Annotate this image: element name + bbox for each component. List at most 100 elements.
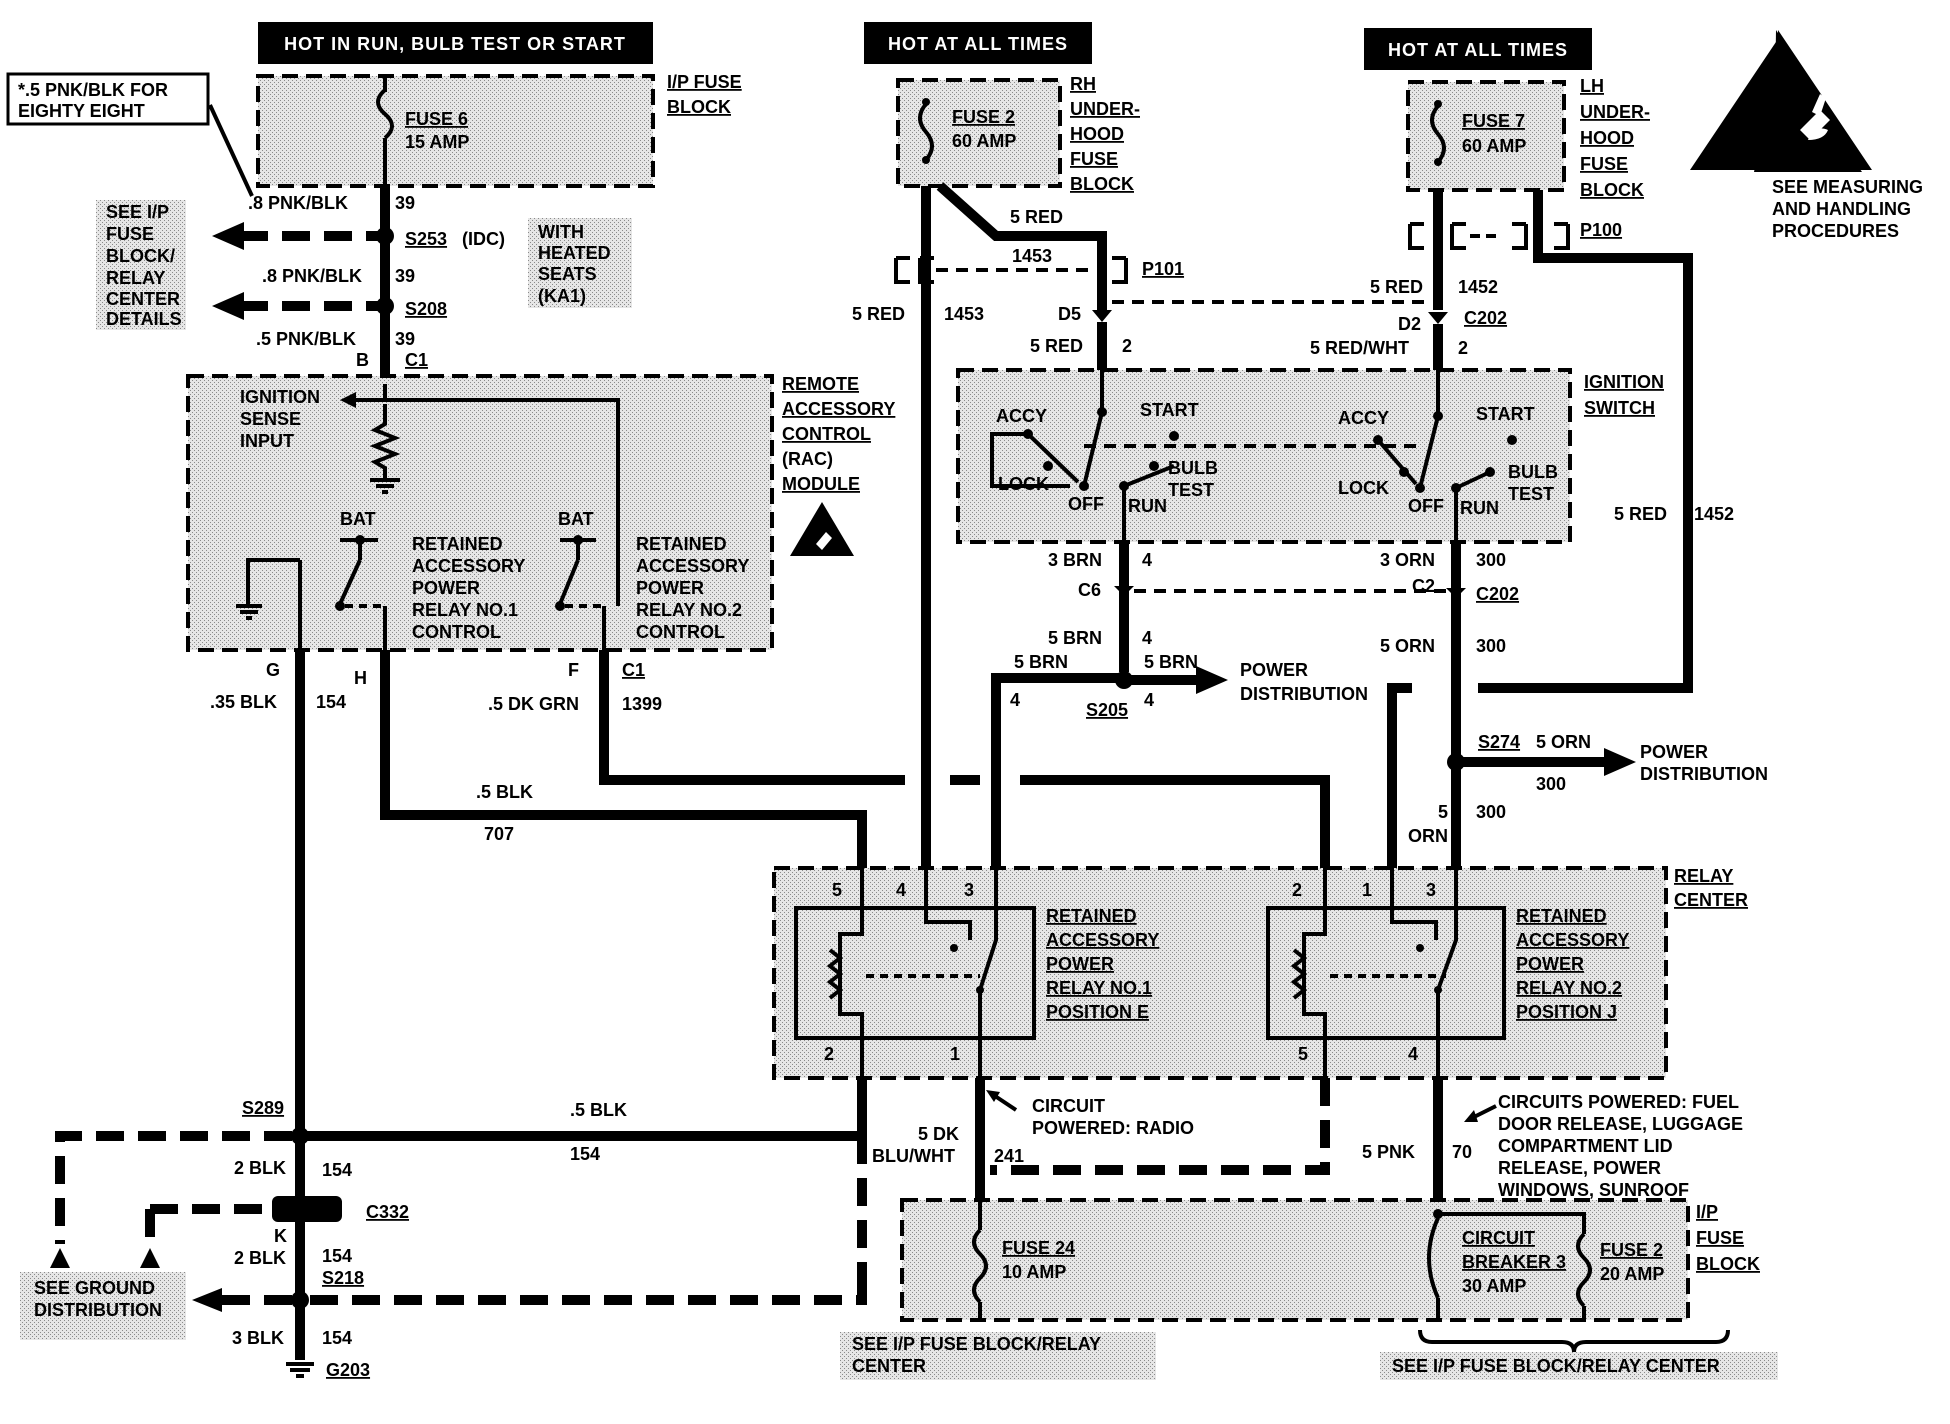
svg-text:2: 2 [824,1044,834,1064]
svg-text:RETAINED: RETAINED [1516,906,1607,926]
svg-text:5: 5 [832,880,842,900]
power-dist-2-text-2: DISTRIBUTION [1640,764,1768,784]
label-redwht: 5 RED/WHT [1310,338,1409,358]
svg-text:ACCESSORY: ACCESSORY [412,556,525,576]
note-box: *.5 PNK/BLK FOR EIGHTY EIGHT [6,72,254,197]
label-c241: 241 [994,1146,1024,1166]
svg-text:BULB: BULB [1168,458,1218,478]
svg-text:FUSE 7: FUSE 7 [1462,111,1525,131]
svg-text:HOOD: HOOD [1580,128,1634,148]
wire-s289-ground [55,1131,292,1244]
label-blk5-b: .5 BLK [570,1100,627,1120]
esd-small-icon [790,502,854,556]
see-ip-text-4: RELAY [106,268,165,288]
svg-text:ACCY: ACCY [996,406,1047,426]
label-blk2-b: 2 BLK [234,1248,286,1268]
svg-text:RELAY NO.2: RELAY NO.2 [1516,978,1622,998]
see-ip-text-3: BLOCK/ [106,246,175,266]
svg-text:INPUT: INPUT [240,431,294,451]
splice-s253 [376,227,394,245]
brace-bottom [1418,1329,1730,1353]
heated-text-1: WITH [538,222,584,242]
svg-text:CONTROL: CONTROL [636,622,725,642]
svg-text:FUSE: FUSE [1580,154,1628,174]
label-pin-b: B [356,350,369,370]
label-d2: D2 [1398,314,1421,334]
label-c154-c: 154 [322,1160,352,1180]
label-c4-b: 4 [1142,628,1152,648]
power-dist-1-text-2: DISTRIBUTION [1240,684,1368,704]
see-ground-text-2: DISTRIBUTION [34,1300,162,1320]
svg-text:OFF: OFF [1408,496,1444,516]
svg-text:BLOCK: BLOCK [667,97,731,117]
label-d5: D5 [1058,304,1081,324]
heated-text-3: SEATS [538,264,597,284]
ip-fuse-bottom-title-2: FUSE [1696,1228,1744,1248]
svg-text:CIRCUIT: CIRCUIT [1462,1228,1535,1248]
svg-text:RELAY NO.2: RELAY NO.2 [636,600,742,620]
svg-text:3: 3 [1426,880,1436,900]
label-c6: C6 [1078,580,1101,600]
svg-text:HOT AT ALL TIMES: HOT AT ALL TIMES [1388,40,1568,60]
svg-text:20 AMP: 20 AMP [1600,1264,1664,1284]
circuit-radio-text-2: POWERED: RADIO [1032,1118,1194,1138]
svg-text:LH: LH [1580,76,1604,96]
label-pin-k: K [274,1226,287,1246]
label-c2-a: 2 [1122,336,1132,356]
svg-text:ACCESSORY: ACCESSORY [636,556,749,576]
svg-text:ACCY: ACCY [1338,408,1389,428]
ignition-switch: ACCY START LOCK OFF RUN BULB TEST ACCY S… [956,368,1572,544]
lh-underhood-fuse-block: FUSE 7 60 AMP LH UNDER- HOOD FUSE BLOCK [1406,76,1650,200]
connector-p101 [894,256,1128,284]
label-c154-a: 154 [316,692,346,712]
svg-text:ACCESSORY: ACCESSORY [1516,930,1629,950]
svg-text:HOT AT ALL TIMES: HOT AT ALL TIMES [888,34,1068,54]
ip-fuse-block-bottom: FUSE 24 10 AMP CIRCUIT BREAKER 3 30 AMP … [900,1198,1690,1322]
label-c4-c: 4 [1010,690,1020,710]
label-bluwht: BLU/WHT [872,1146,955,1166]
relay-center-title-2: CENTER [1674,890,1748,910]
rac-title-4: (RAC) [782,449,833,469]
label-c300-b: 300 [1476,636,1506,656]
svg-text:3: 3 [964,880,974,900]
rac-title-2: ACCESSORY [782,399,895,419]
label-c707: 707 [484,824,514,844]
label-c202-a: C202 [1464,308,1507,328]
wire-brn-4-relay [991,673,1124,868]
label-pin-h: H [354,668,367,688]
relay-center: 5 4 3 2 1 RETAINED ACCESSORY POWER RELAY… [772,866,1668,1080]
see-ip-relay-2-text: SEE I/P FUSE BLOCK/RELAY CENTER [1392,1356,1720,1376]
svg-text:FUSE 2: FUSE 2 [952,107,1015,127]
arrow-see-ground [192,1288,222,1312]
svg-text:4: 4 [896,880,906,900]
svg-text:BLOCK: BLOCK [1070,174,1134,194]
label-c1452-b: 1452 [1694,504,1734,524]
svg-text:15 AMP: 15 AMP [405,132,469,152]
header-hot-run: HOT IN RUN, BULB TEST OR START [258,22,653,64]
label-brn3: 3 BRN [1048,550,1102,570]
svg-text:I/P FUSE: I/P FUSE [667,72,742,92]
svg-text:FUSE 24: FUSE 24 [1002,1238,1075,1258]
svg-text:OFF: OFF [1068,494,1104,514]
svg-text:RETAINED: RETAINED [1046,906,1137,926]
label-s208: S208 [405,299,447,319]
see-ground-box [20,1272,186,1340]
svg-text:POWER: POWER [1046,954,1114,974]
wire-707 [380,650,867,868]
wire-5red-d5 [936,182,1107,310]
label-c70: 70 [1452,1142,1472,1162]
label-blk3: 3 BLK [232,1328,284,1348]
label-s289: S289 [242,1098,284,1118]
svg-text:RUN: RUN [1128,496,1167,516]
svg-text:POWER: POWER [636,578,704,598]
svg-text:HOOD: HOOD [1070,124,1124,144]
label-red-c: 5 RED [1030,336,1083,356]
label-c39-a: 39 [395,193,415,213]
svg-text:ACCESSORY: ACCESSORY [1046,930,1159,950]
svg-text:EIGHTY EIGHT: EIGHTY EIGHT [18,101,145,121]
svg-text:POWER: POWER [412,578,480,598]
svg-text:HOT IN RUN, BULB TEST OR START: HOT IN RUN, BULB TEST OR START [284,34,626,54]
svg-text:START: START [1476,404,1535,424]
label-pnk5: 5 PNK [1362,1142,1415,1162]
